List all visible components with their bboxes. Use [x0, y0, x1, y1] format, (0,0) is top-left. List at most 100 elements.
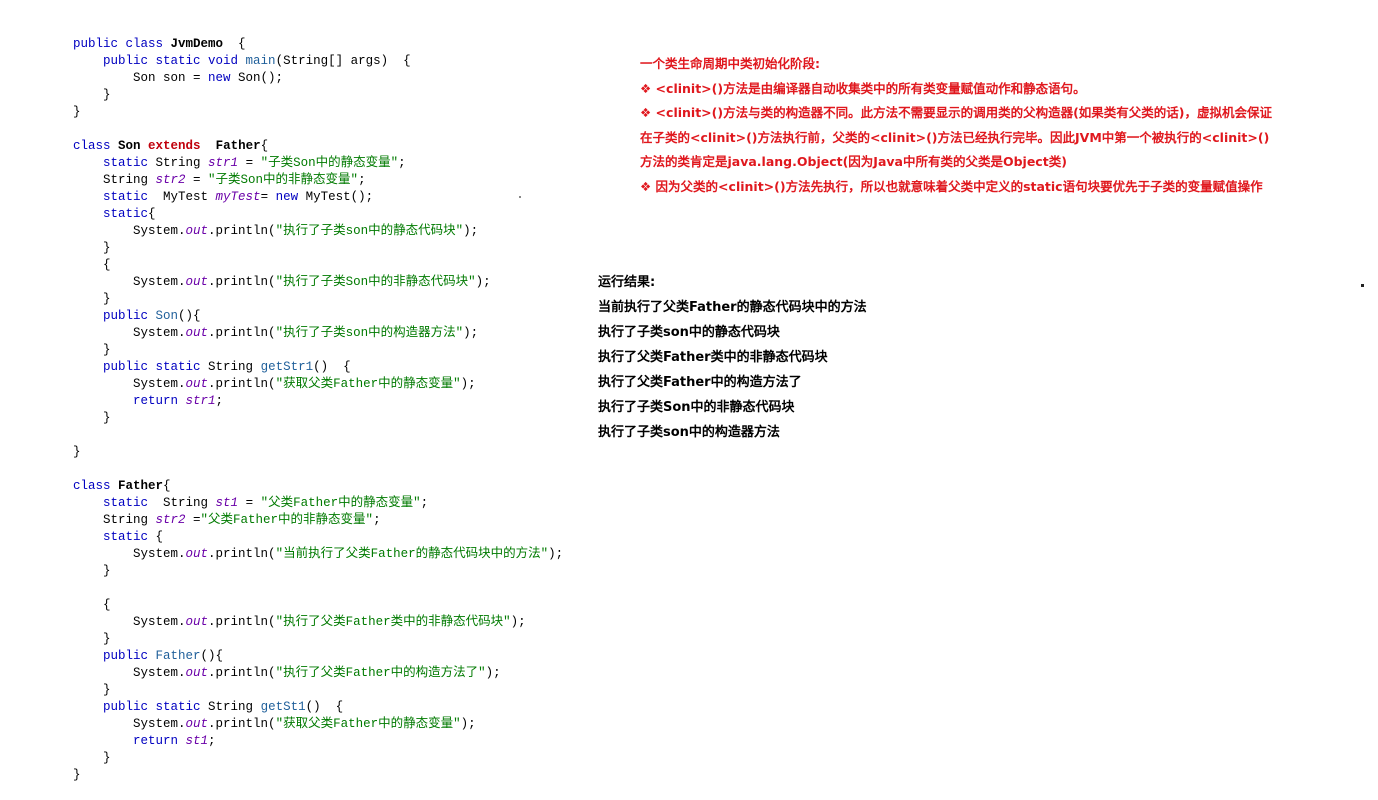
code-line: static { [73, 529, 563, 546]
code-token: st1 [185, 734, 209, 748]
code-token: } [73, 683, 111, 697]
code-token: return [133, 734, 186, 748]
code-token [201, 139, 216, 153]
initialization-notes: 一个类生命周期中类初始化阶段: ❖ <clinit>()方法是由编译器自动收集类… [640, 52, 1280, 199]
code-token: st1 [215, 496, 239, 510]
code-token: = [260, 190, 276, 204]
code-line: } [73, 342, 563, 359]
code-token: class [73, 139, 119, 153]
result-line: 执行了子类son中的构造器方法 [598, 425, 780, 440]
code-line: } [73, 291, 563, 308]
code-line: String str2 = "子类Son中的非静态变量"; [73, 172, 563, 189]
code-token: ); [460, 377, 476, 391]
code-token: static [103, 190, 164, 204]
code-token: { [223, 37, 246, 51]
code-token: main [245, 54, 276, 68]
code-token: String [163, 496, 216, 510]
code-token: .println( [208, 377, 276, 391]
code-token: ; [373, 513, 381, 527]
code-token: ; [358, 173, 366, 187]
code-line: } [73, 240, 563, 257]
stray-dot [519, 196, 521, 198]
code-token: public [103, 309, 156, 323]
code-line: } [73, 410, 563, 427]
code-line: } [73, 104, 563, 121]
code-line: } [73, 750, 563, 767]
code-token: out [185, 377, 209, 391]
code-line [73, 580, 563, 597]
code-line: } [73, 563, 563, 580]
code-token: class [73, 479, 119, 493]
code-token: .println( [208, 615, 276, 629]
code-line: System.out.println("执行了父类Father中的构造方法了")… [73, 665, 563, 682]
code-line: System.out.println("获取父类Father中的静态变量"); [73, 376, 563, 393]
code-line: class Father{ [73, 478, 563, 495]
code-token: (String[] args) { [275, 54, 411, 68]
code-token: "执行了子类Son中的非静态代码块" [275, 275, 476, 289]
code-token: = [238, 156, 261, 170]
code-token: "当前执行了父类Father的静态代码块中的方法" [275, 547, 549, 561]
code-token: Son son = [73, 71, 209, 85]
code-token: Son(); [238, 71, 284, 85]
code-token: "执行了父类Father中的构造方法了" [275, 666, 486, 680]
code-token [73, 207, 103, 221]
code-token: .println( [208, 224, 276, 238]
code-line: System.out.println("执行了子类son中的构造器方法"); [73, 325, 563, 342]
code-token: public static [103, 360, 209, 374]
code-token: str1 [208, 156, 239, 170]
code-token: public static void [103, 54, 246, 68]
code-token: { [148, 207, 156, 221]
result-line: 当前执行了父类Father的静态代码块中的方法 [598, 300, 867, 315]
code-line: public class JvmDemo { [73, 36, 563, 53]
code-token: System. [73, 717, 186, 731]
code-token: Son [118, 139, 149, 153]
code-token: = [185, 513, 201, 527]
code-token: System. [73, 666, 186, 680]
code-token: out [185, 666, 209, 680]
code-token: "执行了子类son中的静态代码块" [275, 224, 464, 238]
result-line: 执行了子类son中的静态代码块 [598, 325, 780, 340]
code-line: return str1; [73, 393, 563, 410]
code-token [73, 309, 103, 323]
code-token: public static [103, 700, 209, 714]
code-token: } [73, 105, 81, 119]
code-token: } [73, 445, 81, 459]
note-item: ❖ <clinit>()方法与类的构造器不同。此方法不需要显示的调用类的父构造器… [640, 105, 1272, 169]
code-token: { [260, 139, 269, 153]
code-token: ); [463, 224, 479, 238]
code-line [73, 121, 563, 138]
code-line: } [73, 87, 563, 104]
code-token: static [103, 496, 164, 510]
code-token [73, 156, 103, 170]
code-token: "执行了父类Father类中的非静态代码块" [275, 615, 511, 629]
code-token: static [103, 156, 156, 170]
code-token: out [185, 717, 209, 731]
code-token: .println( [208, 326, 276, 340]
code-token: str2 [155, 513, 186, 527]
code-token: } [73, 292, 111, 306]
code-line: return st1; [73, 733, 563, 750]
code-token: () { [313, 360, 351, 374]
code-line: public static void main(String[] args) { [73, 53, 563, 70]
code-token: static [103, 530, 156, 544]
code-line: static String str1 = "子类Son中的静态变量"; [73, 155, 563, 172]
code-token [73, 649, 103, 663]
code-token: String [73, 173, 156, 187]
code-line: System.out.println("执行了子类Son中的非静态代码块"); [73, 274, 563, 291]
code-token: extends [148, 139, 201, 153]
code-token: String [155, 156, 209, 170]
code-token: () { [305, 700, 344, 714]
code-token [73, 734, 133, 748]
code-token: "获取父类Father中的静态变量" [275, 717, 461, 731]
code-token: "子类Son中的静态变量" [260, 156, 399, 170]
code-token [73, 360, 103, 374]
code-token: out [185, 326, 209, 340]
code-token: ); [548, 547, 564, 561]
code-token: getSt1 [260, 700, 306, 714]
result-line: 执行了父类Father类中的非静态代码块 [598, 350, 828, 365]
code-token: ); [463, 326, 479, 340]
code-token: "执行了子类son中的构造器方法" [275, 326, 464, 340]
code-token: (){ [178, 309, 201, 323]
code-token: = [238, 496, 261, 510]
code-token: JvmDemo [170, 37, 224, 51]
